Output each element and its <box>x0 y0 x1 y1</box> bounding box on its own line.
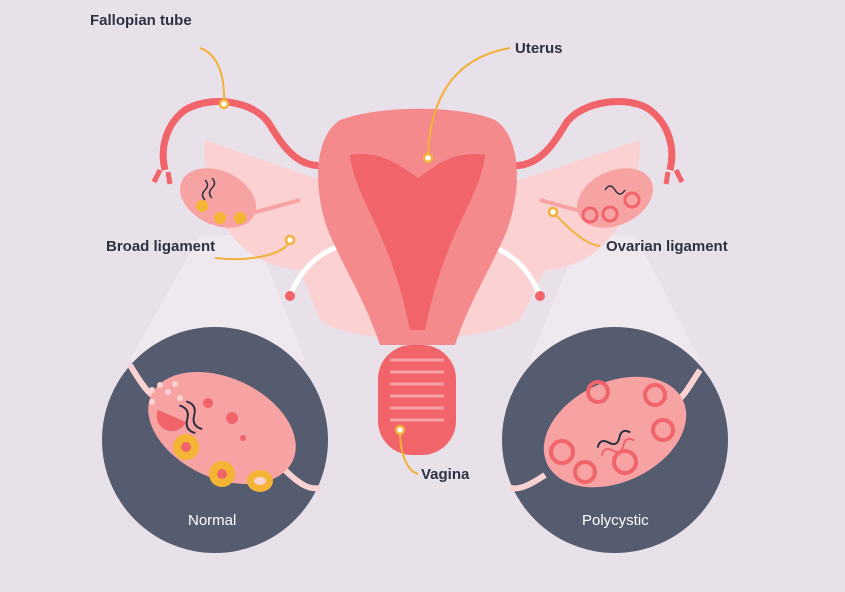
ovary-normal-closeup <box>148 371 296 492</box>
label-polycystic: Polycystic <box>582 512 649 529</box>
uterine-cavity <box>350 154 485 330</box>
magnifier-cone-left <box>130 235 305 360</box>
ovary-left <box>179 168 301 228</box>
ovary-polycystic-closeup <box>543 376 687 488</box>
magnifier-cone-right <box>530 235 700 360</box>
fallopian-tube-right <box>504 98 676 171</box>
label-ovarian-ligament: Ovarian ligament <box>606 238 728 255</box>
label-broad-ligament: Broad ligament <box>106 238 216 255</box>
label-vagina: Vagina <box>421 466 470 483</box>
fallopian-tube-left <box>159 98 331 171</box>
ovary-right <box>539 168 654 228</box>
label-uterus: Uterus <box>515 40 563 57</box>
label-normal: Normal <box>188 512 237 529</box>
label-fallopian-tube: Fallopian tube <box>90 12 192 29</box>
